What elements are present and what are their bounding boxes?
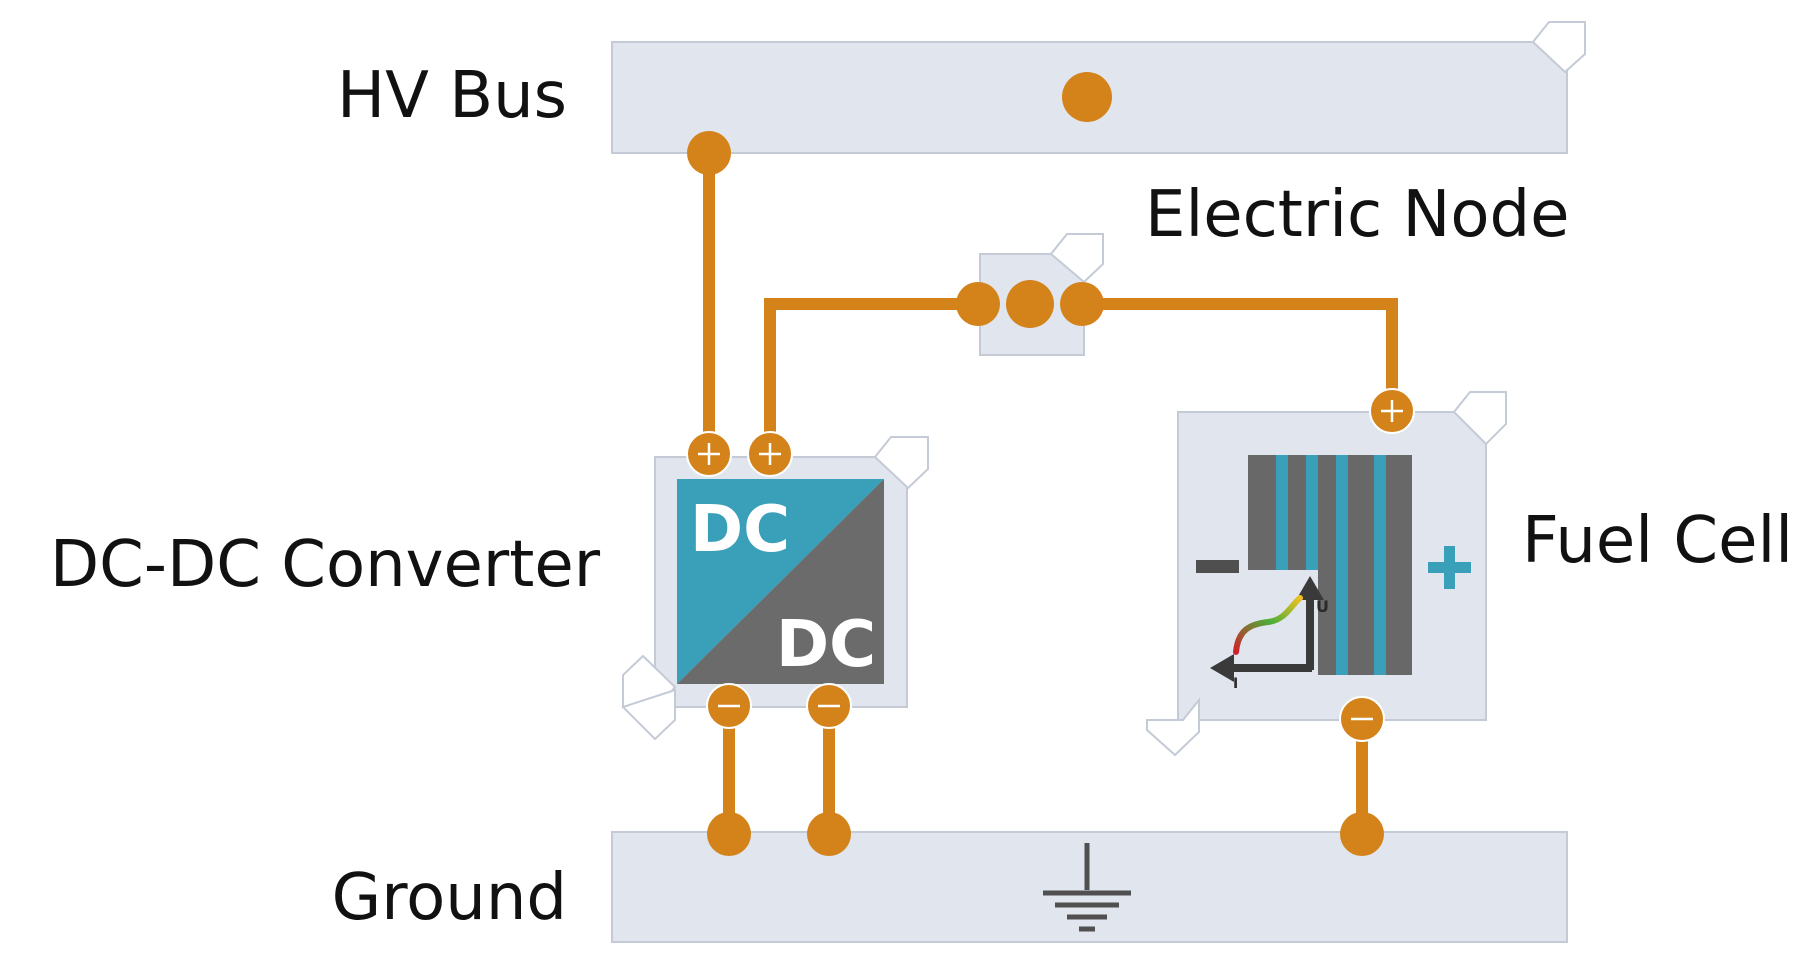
- plus-port-icon[interactable]: [686, 431, 732, 477]
- minus-port-icon[interactable]: [706, 683, 752, 729]
- electric-node-port-right[interactable]: [1060, 282, 1104, 326]
- corner-tab-icon: [1452, 391, 1507, 446]
- plus-port-icon[interactable]: [747, 431, 793, 477]
- hv-bus-label: HV Bus: [337, 59, 567, 133]
- ground-label: Ground: [332, 861, 567, 935]
- hv-bus-center-connector[interactable]: [1062, 72, 1112, 122]
- corner-tab-icon: [1531, 21, 1586, 74]
- electric-node-center[interactable]: [1006, 280, 1054, 328]
- axis-i-label: I: [1233, 676, 1238, 692]
- ports: [686, 72, 1415, 856]
- wire-dc-plus-node[interactable]: [764, 298, 978, 453]
- corner-tab-icon: [873, 436, 929, 490]
- electric-node-port-left[interactable]: [956, 282, 1000, 326]
- minus-port-icon[interactable]: [806, 683, 852, 729]
- dcdc-converter-block[interactable]: DC DC: [621, 436, 929, 741]
- wire-node-fuelcell-plus[interactable]: [1082, 298, 1398, 410]
- ground-icon: [1043, 843, 1131, 932]
- ground-connector[interactable]: [707, 812, 751, 856]
- corner-tab-icon: [621, 654, 677, 741]
- axis-u-label: U: [1316, 597, 1329, 616]
- ground-connector[interactable]: [1340, 812, 1384, 856]
- corner-tab-icon: [1146, 697, 1200, 757]
- fuel-cell-minus-icon: [1196, 560, 1239, 573]
- fuel-cell-stack-icon: U I: [1196, 455, 1471, 692]
- dc-bottom-text: DC: [776, 608, 876, 682]
- corner-tab-icon: [1049, 233, 1104, 284]
- plus-port-icon[interactable]: [1369, 388, 1415, 434]
- fuel-cell-plus-icon: [1428, 546, 1471, 589]
- dcdc-converter-label: DC-DC Converter: [50, 528, 601, 602]
- hv-bus-connector[interactable]: [687, 131, 731, 175]
- minus-port-icon[interactable]: [1339, 696, 1385, 742]
- dc-converter-icon: DC DC: [677, 479, 884, 684]
- fuel-cell-label: Fuel Cell: [1522, 504, 1793, 578]
- dc-top-text: DC: [690, 493, 790, 567]
- ground-block[interactable]: [611, 831, 1568, 943]
- ui-curve-icon: U I: [1210, 576, 1329, 692]
- ground-connector[interactable]: [807, 812, 851, 856]
- electric-node-label: Electric Node: [1145, 178, 1570, 252]
- fuel-cell-block[interactable]: U I: [1146, 391, 1507, 757]
